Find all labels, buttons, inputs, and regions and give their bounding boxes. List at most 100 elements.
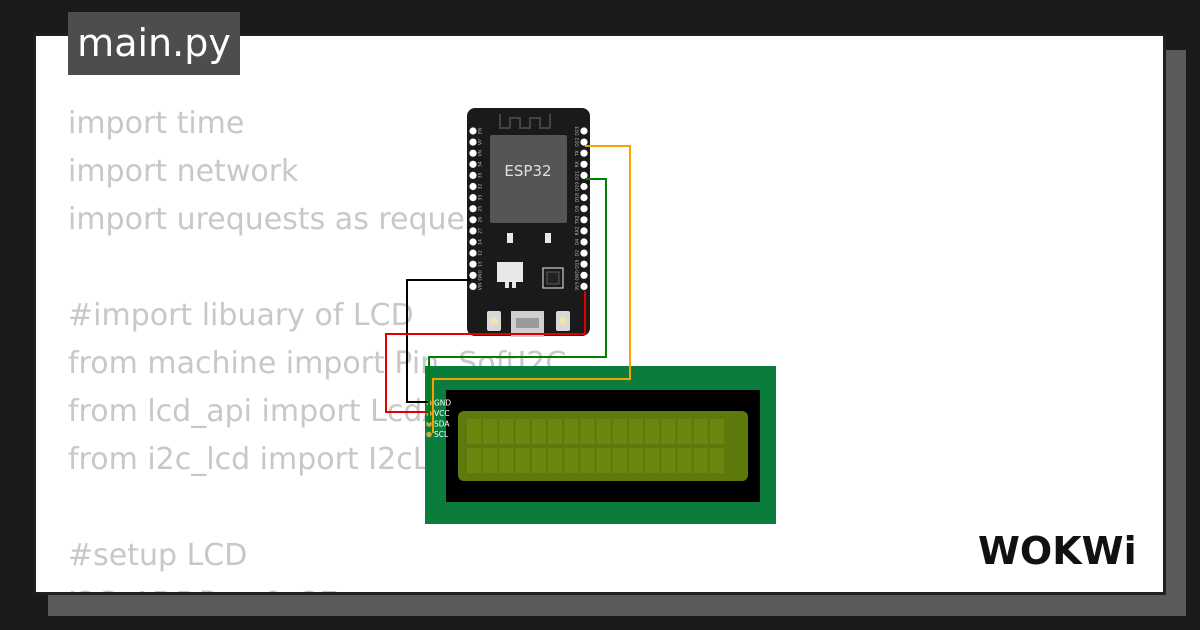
lcd-char-cell — [467, 419, 481, 444]
esp32-pin[interactable] — [469, 194, 477, 202]
esp32-pin[interactable] — [580, 194, 588, 202]
usb-uart-chip — [542, 267, 564, 289]
esp32-pin-label: TX — [575, 150, 581, 157]
lcd-char-cell — [580, 448, 595, 473]
esp32-pin[interactable] — [580, 282, 588, 290]
esp32-pin-label: D18 — [575, 193, 581, 202]
esp32-pin[interactable] — [469, 227, 477, 235]
lcd-char-cell — [596, 419, 611, 444]
lcd-char-cell — [467, 448, 481, 473]
esp32-pin-label: TX2 — [575, 215, 581, 225]
esp32-devkit[interactable]: ESP32 ENVPVN34353233252627141213GNDVIND2… — [467, 108, 590, 337]
esp32-pin-label: VP — [478, 139, 484, 145]
esp32-pin-label: D15 — [575, 259, 581, 268]
esp32-pin[interactable] — [580, 138, 588, 146]
lcd-char-cell — [710, 448, 724, 473]
lcd-char-cell — [629, 419, 643, 444]
code-line: #setup LCD — [68, 538, 248, 573]
lcd-pin[interactable] — [426, 421, 432, 427]
boot-button-cap — [490, 317, 498, 325]
esp32-pin[interactable] — [469, 127, 477, 135]
lcd-pin-label: GND — [434, 399, 451, 408]
regulator-leg — [505, 282, 509, 288]
esp32-pin[interactable] — [469, 205, 477, 213]
wokwi-logo-text: WOKWi — [978, 529, 1137, 573]
lcd-char-cell — [645, 419, 660, 444]
lcd-char-cell — [564, 419, 579, 444]
esp32-pin[interactable] — [580, 149, 588, 157]
lcd-char-cell — [645, 448, 660, 473]
esp32-pin[interactable] — [580, 249, 588, 257]
lcd-pin-label: SDA — [434, 420, 450, 429]
esp32-pin-label: 26 — [478, 217, 484, 223]
filename-tab: main.py — [68, 12, 240, 75]
esp32-pin-label: GND — [575, 270, 581, 281]
reset-button-cap — [559, 317, 567, 325]
lcd-char-cell — [548, 448, 562, 473]
lcd-char-cell — [531, 448, 546, 473]
esp32-pin[interactable] — [469, 249, 477, 257]
lcd-char-cell — [483, 448, 498, 473]
esp32-pin[interactable] — [580, 171, 588, 179]
lcd-char-cell — [710, 419, 724, 444]
esp32-pin[interactable] — [469, 260, 477, 268]
esp32-pin[interactable] — [580, 227, 588, 235]
esp32-pin[interactable] — [580, 260, 588, 268]
esp32-pin[interactable] — [580, 160, 588, 168]
esp32-pin-label: 25 — [478, 206, 484, 212]
esp32-pin-label: 27 — [478, 228, 484, 234]
esp32-pin[interactable] — [469, 160, 477, 168]
lcd-char-cell — [580, 419, 595, 444]
code-line: I2C_ADDR = 0x27 — [68, 580, 566, 592]
lcd-screen — [458, 411, 748, 481]
esp32-pin-label: VN — [478, 150, 484, 156]
wire-vcc — [385, 291, 586, 413]
lcd-char-cell — [483, 419, 498, 444]
esp32-pin[interactable] — [469, 149, 477, 157]
esp32-pin[interactable] — [580, 216, 588, 224]
esp32-pad — [507, 233, 513, 243]
esp32-pin[interactable] — [469, 282, 477, 290]
esp32-pin-label: 35 — [478, 172, 484, 178]
esp32-pin[interactable] — [580, 205, 588, 213]
esp32-pin-label: 12 — [478, 250, 484, 256]
lcd-pin-label: SCL — [434, 430, 449, 439]
esp32-pin-label: D23 — [575, 126, 581, 135]
esp32-pin[interactable] — [580, 182, 588, 191]
lcd-char-cell — [612, 419, 627, 444]
lcd-char-cell — [596, 448, 611, 473]
esp32-pin[interactable] — [469, 138, 477, 146]
esp32-pin[interactable] — [580, 238, 588, 246]
esp32-pin-label: EN — [478, 128, 484, 134]
lcd-char-cell — [499, 419, 514, 444]
esp32-pin[interactable] — [580, 127, 588, 135]
lcd-char-cell — [515, 419, 530, 444]
code-line: import network — [68, 154, 299, 189]
usb-port-opening — [516, 318, 539, 328]
esp32-pin[interactable] — [469, 238, 477, 246]
esp32-pin-label: RX — [575, 161, 581, 167]
code-line: #import libuary of LCD — [68, 298, 414, 333]
esp32-pin[interactable] — [469, 182, 477, 191]
esp32-pin-label: D22 — [575, 137, 581, 146]
esp32-pin[interactable] — [469, 216, 477, 224]
code-line: import time — [68, 106, 245, 141]
lcd-char-cell — [661, 419, 676, 444]
esp32-pin[interactable] — [469, 171, 477, 179]
lcd-char-cell — [693, 419, 708, 444]
lcd-char-cells — [467, 419, 724, 473]
esp32-module-can — [490, 135, 567, 223]
lcd-pin[interactable] — [426, 431, 432, 438]
esp32-chip-label: ESP32 — [504, 162, 551, 180]
wires — [385, 145, 631, 433]
esp32-pin[interactable] — [469, 271, 477, 279]
lcd-char-cell — [661, 448, 676, 473]
wire-sda — [428, 178, 607, 423]
esp32-pin[interactable] — [580, 271, 588, 279]
lcd-pin-label: VCC — [434, 409, 450, 418]
esp32-pin-headers: ENVPVN34353233252627141213GNDVIND23D22TX… — [469, 126, 588, 291]
